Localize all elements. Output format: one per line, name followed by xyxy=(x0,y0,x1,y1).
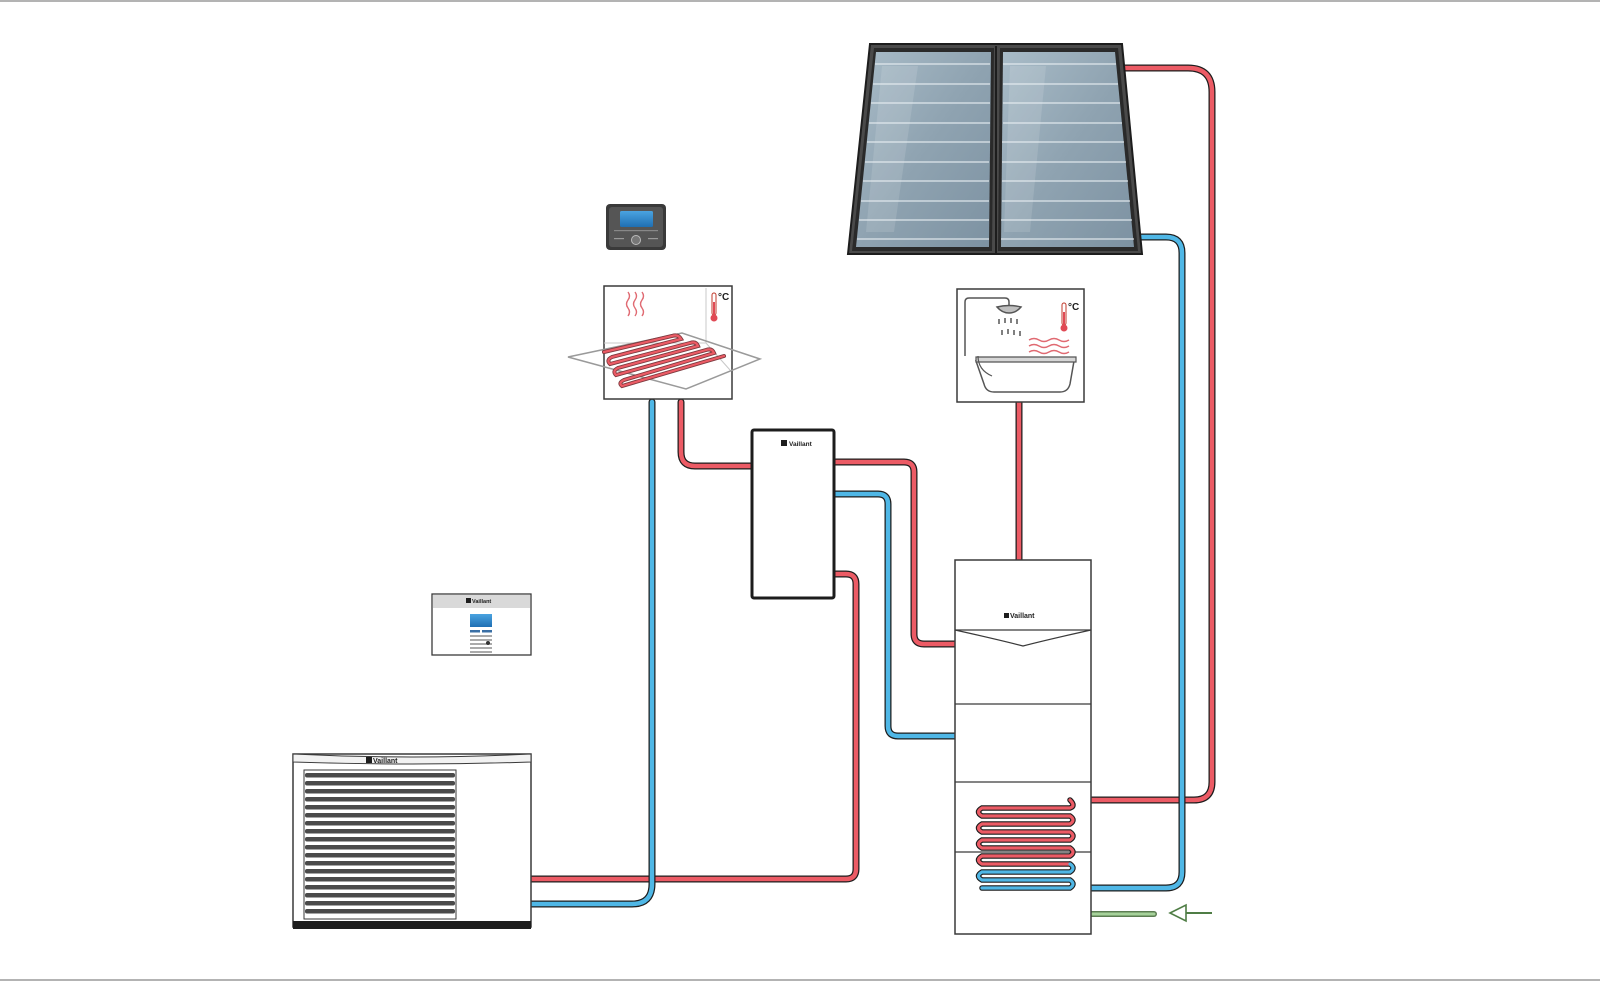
solar-panel-right xyxy=(998,48,1138,251)
heat-waves-icon xyxy=(625,291,645,317)
room-controller-icon xyxy=(606,204,666,250)
hydraulic-module: Vaillant xyxy=(750,428,836,600)
solar-flow-pipe xyxy=(976,64,1216,804)
shower-icon xyxy=(964,297,1023,356)
warm-water-waves-icon xyxy=(1028,337,1070,355)
heat-pump-brand-label: Vaillant xyxy=(373,758,398,765)
module-brand-label: Vaillant xyxy=(789,441,813,448)
cylinder-brand-label: Vaillant xyxy=(1010,613,1035,620)
solar-collector xyxy=(846,43,1144,255)
solar-return-pipe xyxy=(976,233,1186,892)
thermometer-icon xyxy=(710,292,718,322)
heat-pump-return-pipe xyxy=(526,398,656,908)
solar-panel-left xyxy=(852,48,994,251)
control-module-icon: Vaillant xyxy=(431,593,532,656)
bathtub-icon xyxy=(974,355,1077,393)
control-brand-label: Vaillant xyxy=(472,599,491,605)
hot-water-cylinder: Vaillant xyxy=(954,559,1092,935)
heat-pump-unit: Vaillant xyxy=(292,753,532,929)
solar-coil xyxy=(975,797,1076,891)
floor-coil xyxy=(602,333,726,389)
inlet-arrow-icon xyxy=(1168,903,1212,923)
floor-heating-panel: °C xyxy=(567,285,763,400)
module-to-cylinder-flow-pipe xyxy=(826,458,959,648)
hot-water-panel: °C xyxy=(956,288,1085,403)
floor-celsius-label: °C xyxy=(718,292,729,303)
module-to-cylinder-return-pipe xyxy=(826,490,959,740)
water-celsius-label: °C xyxy=(1068,302,1079,313)
pipes xyxy=(526,64,1216,917)
heat-pump-flow-pipe xyxy=(526,570,860,883)
vaillant-logo-icon: Vaillant xyxy=(781,440,813,448)
thermometer-icon xyxy=(1060,302,1068,332)
floor-heating-flow-pipe xyxy=(677,398,756,470)
heat-pump-grille xyxy=(303,769,457,920)
